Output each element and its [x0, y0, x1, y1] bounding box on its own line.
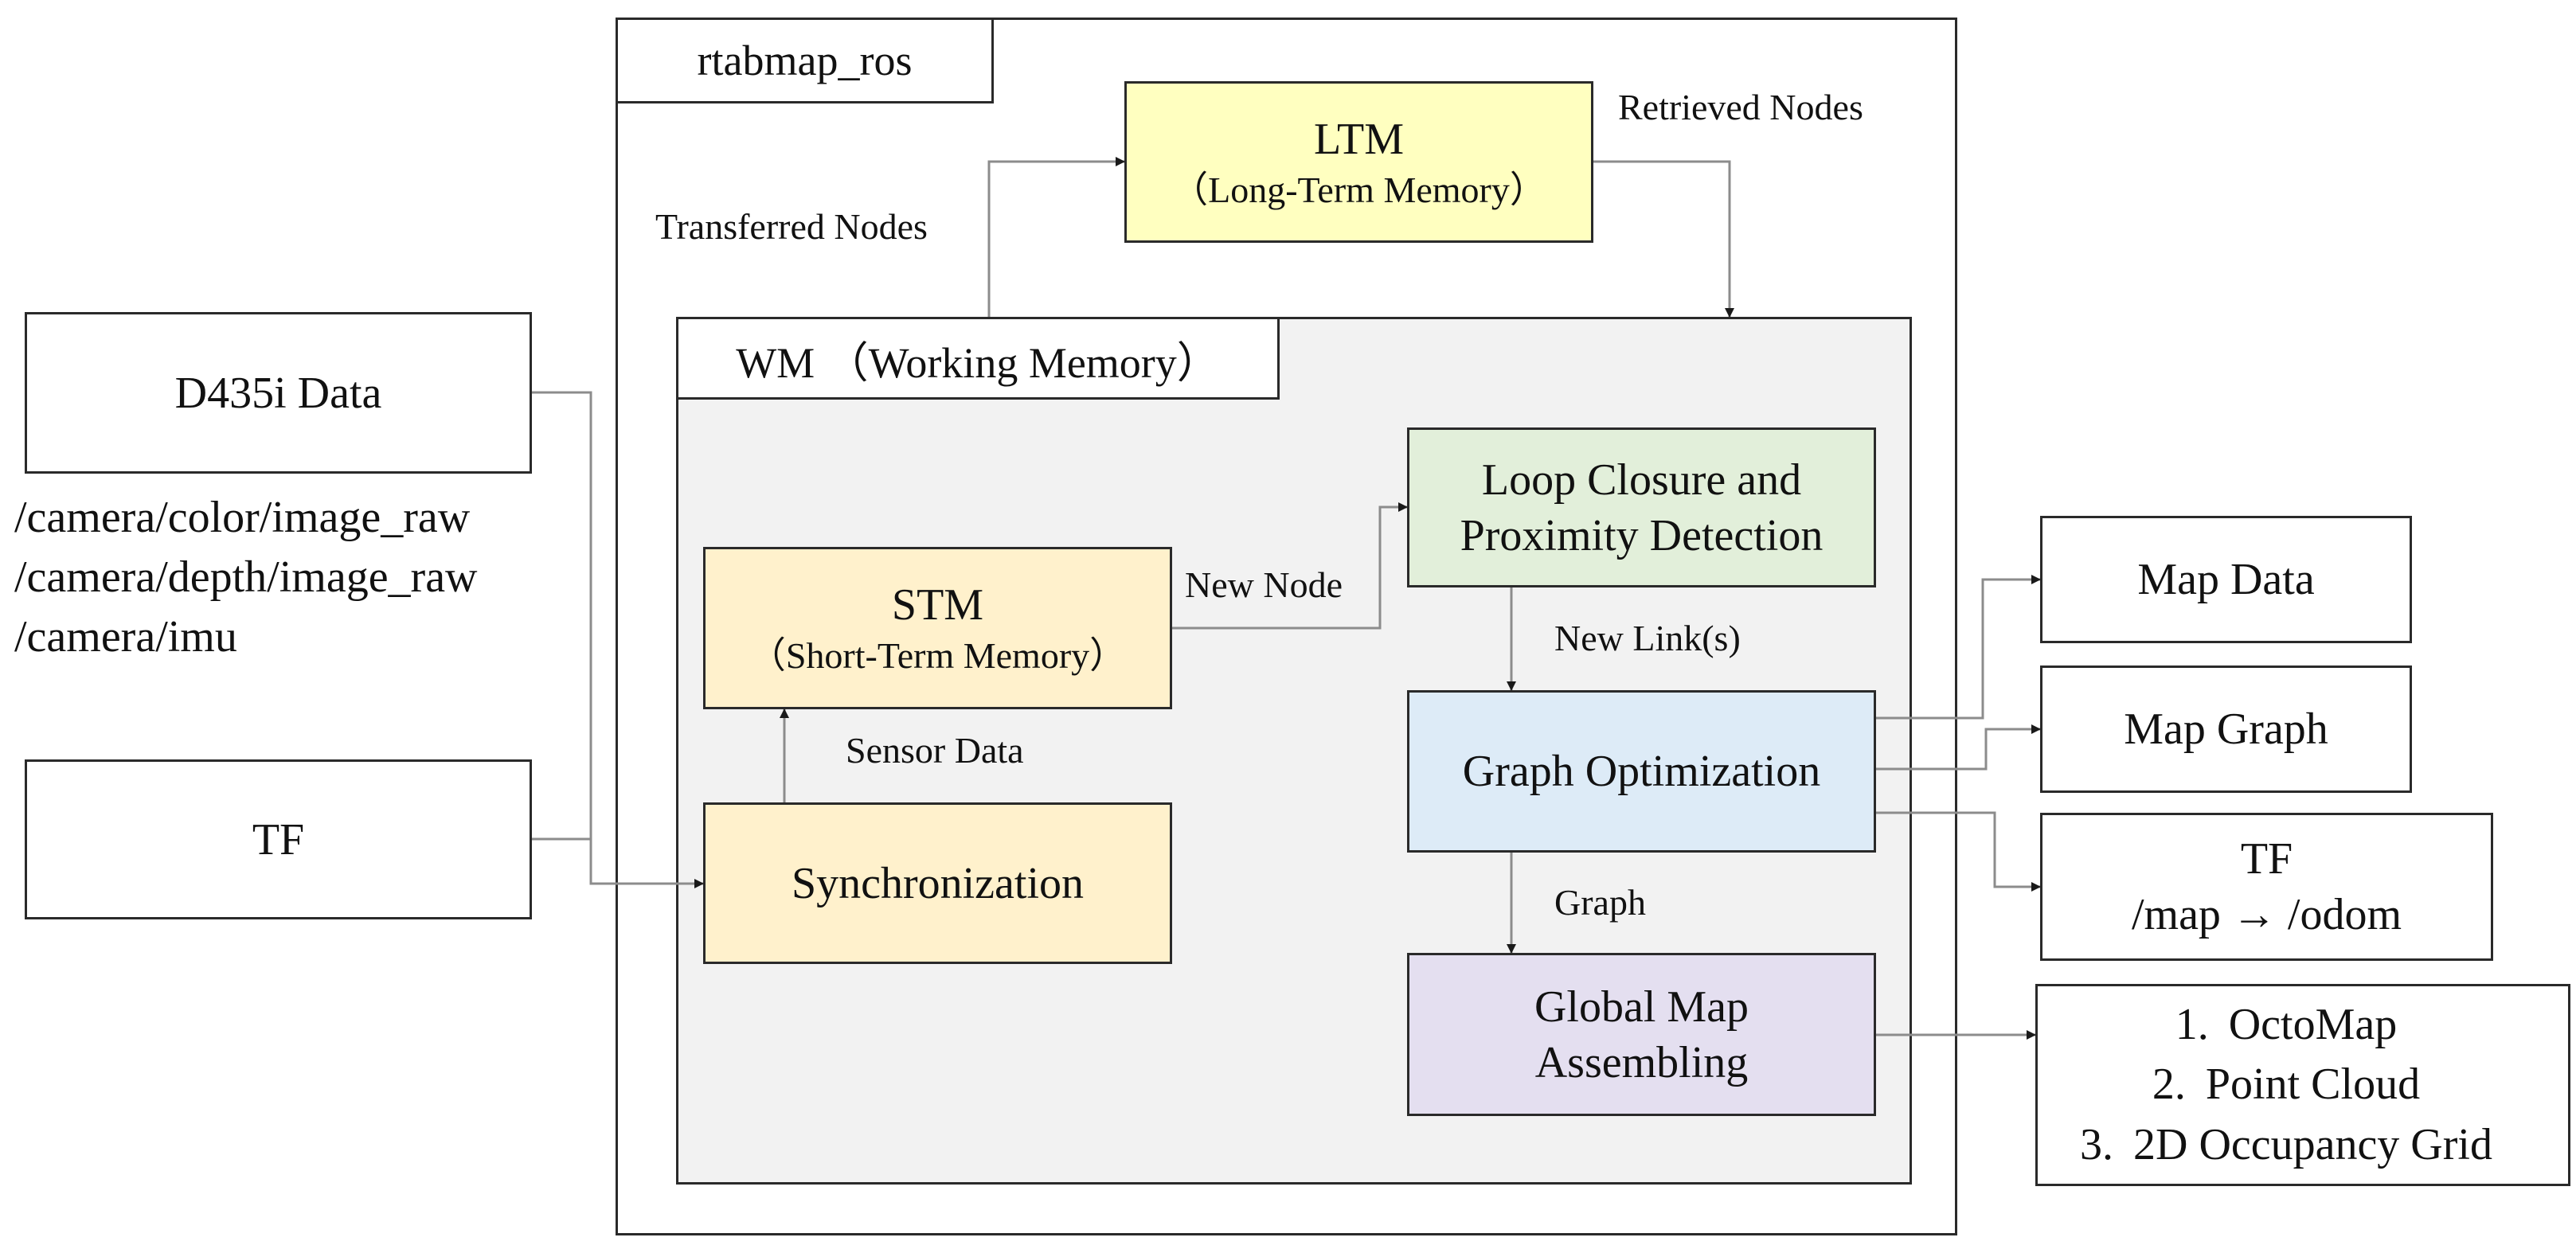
stm-box: STM （Short-Term Memory）	[703, 547, 1172, 709]
map-data-title: Map Data	[2137, 555, 2315, 604]
global-map-line1: Global Map	[1534, 982, 1749, 1032]
synchronization-title: Synchronization	[791, 858, 1085, 908]
loop-closure-line2: Proximity Detection	[1460, 510, 1824, 560]
arrow-retrieved-nodes	[1593, 160, 1734, 318]
map-output-item: 3.2D Occupancy Grid	[2080, 1119, 2492, 1169]
synchronization-box: Synchronization	[703, 802, 1172, 964]
map-output-item: 2.Point Cloud	[2152, 1060, 2421, 1110]
loop-closure-line1: Loop Closure and	[1481, 455, 1802, 505]
loop-closure-box: Loop Closure and Proximity Detection	[1407, 427, 1876, 587]
tf-input-title: TF	[252, 814, 305, 865]
tf-output-box: TF /map → /odom	[2040, 813, 2493, 961]
label-sensor-data: Sensor Data	[846, 730, 1024, 771]
label-new-node: New Node	[1185, 564, 1343, 605]
topic-color: /camera/color/image_raw	[14, 493, 471, 542]
arrow-transferred-nodes	[987, 157, 1125, 317]
tf-output-line2: /map → /odom	[2131, 890, 2402, 939]
map-graph-box: Map Graph	[2040, 665, 2412, 793]
ltm-subtitle: （Long-Term Memory）	[1171, 169, 1546, 210]
graph-optimization-box: Graph Optimization	[1407, 690, 1876, 853]
rtabmap-ros-title: rtabmap_ros	[616, 18, 994, 103]
map-outputs-list: 1.OctoMap 2.Point Cloud 3.2D Occupancy G…	[2060, 995, 2492, 1176]
map-output-item: 1.OctoMap	[2175, 999, 2398, 1049]
ltm-title: LTM	[1313, 114, 1405, 164]
map-data-box: Map Data	[2040, 516, 2412, 643]
global-map-assembling-box: Global Map Assembling	[1407, 953, 1876, 1116]
global-map-line2: Assembling	[1534, 1037, 1749, 1087]
ltm-box: LTM （Long-Term Memory）	[1124, 81, 1593, 243]
label-new-links: New Link(s)	[1554, 618, 1741, 658]
label-transferred-nodes: Transferred Nodes	[655, 206, 928, 247]
topic-depth: /camera/depth/image_raw	[14, 552, 478, 602]
d435i-data-box: D435i Data	[25, 312, 532, 474]
arrow-new-node	[1172, 502, 1408, 630]
arrow-to-map-data	[1876, 575, 2041, 720]
stm-title: STM	[891, 580, 984, 630]
topic-imu: /camera/imu	[14, 612, 237, 662]
stm-subtitle: （Short-Term Memory）	[749, 635, 1127, 677]
rtabmap-ros-container	[616, 18, 1957, 1235]
arrow-tf-to-sync	[532, 837, 592, 884]
map-outputs-box: 1.OctoMap 2.Point Cloud 3.2D Occupancy G…	[2035, 984, 2570, 1186]
graph-optimization-title: Graph Optimization	[1462, 747, 1821, 796]
wm-title: WM （Working Memory）	[676, 317, 1280, 400]
map-graph-title: Map Graph	[2124, 705, 2328, 754]
arrow-to-map-graph	[1876, 724, 2041, 771]
tf-output-line1: TF	[2240, 834, 2293, 884]
tf-input-box: TF	[25, 759, 532, 919]
label-graph: Graph	[1554, 882, 1646, 923]
arrow-to-tf-output	[1876, 811, 2041, 892]
label-retrieved-nodes: Retrieved Nodes	[1618, 87, 1863, 127]
d435i-data-title: D435i Data	[174, 368, 382, 418]
arrow-d435i-to-sync	[532, 391, 704, 888]
